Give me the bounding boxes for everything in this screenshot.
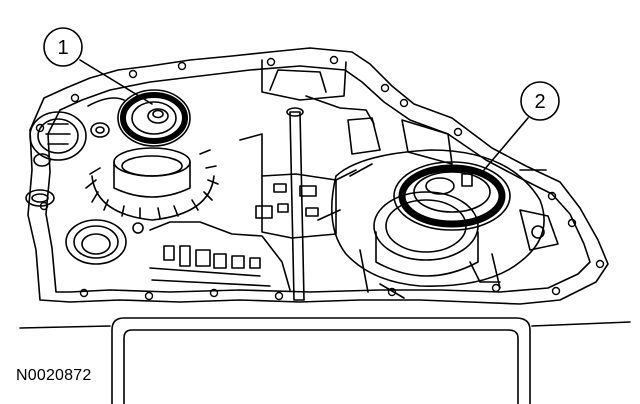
callout-2-circle [520, 81, 560, 121]
callout-1-label: 1 [57, 37, 68, 59]
callout-2-leader [483, 117, 529, 171]
callout-2-label: 2 [534, 91, 545, 113]
case-flange-inner [45, 65, 591, 293]
callout-1-leader [79, 59, 153, 105]
case-flange-outline [27, 47, 609, 305]
left-small-parts [25, 97, 144, 265]
callout-1-circle [43, 27, 83, 67]
lower-port-details [149, 221, 291, 291]
figure-id-label: N0020872 [16, 367, 92, 384]
left-gear-housing [85, 147, 219, 221]
valve-body-plate [239, 133, 357, 239]
oil-pan-rail [111, 317, 531, 404]
right-case-detail [347, 117, 559, 283]
left-seal-bore [117, 89, 191, 147]
